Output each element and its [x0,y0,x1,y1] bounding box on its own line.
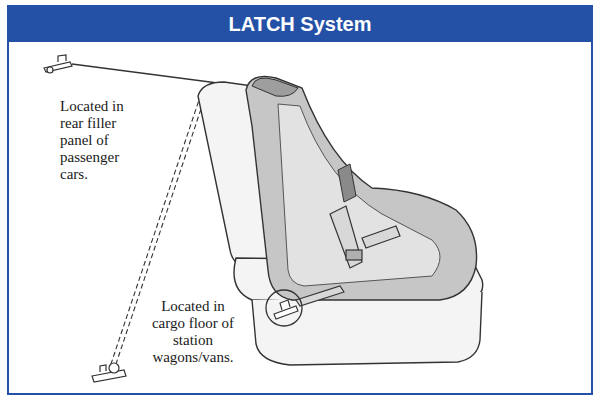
note-wrap: Located in rear filler panel of passenge… [60,98,136,183]
lower-anchor [274,300,298,319]
upper-anchor [44,55,72,73]
lower-anchor-callout [266,290,302,326]
title-band [8,6,592,42]
floor-anchor [92,363,126,382]
child-seat-inner [278,104,440,286]
note-wrap: Located in cargo floor of station wagons… [150,298,236,366]
vehicle-seat-base [252,292,482,365]
harness [330,206,400,268]
child-seat-headrest [252,78,298,96]
location-note: Located in cargo floor of station wagons… [150,298,236,366]
frame [8,6,592,394]
title-wrap: LATCH System [8,12,592,36]
lower-strap [296,286,344,306]
child-seat-shell [246,77,477,301]
belt-slot [338,164,356,202]
location-note: Located in rear filler panel of passenge… [60,98,136,183]
diagram-title: LATCH System [8,12,592,36]
